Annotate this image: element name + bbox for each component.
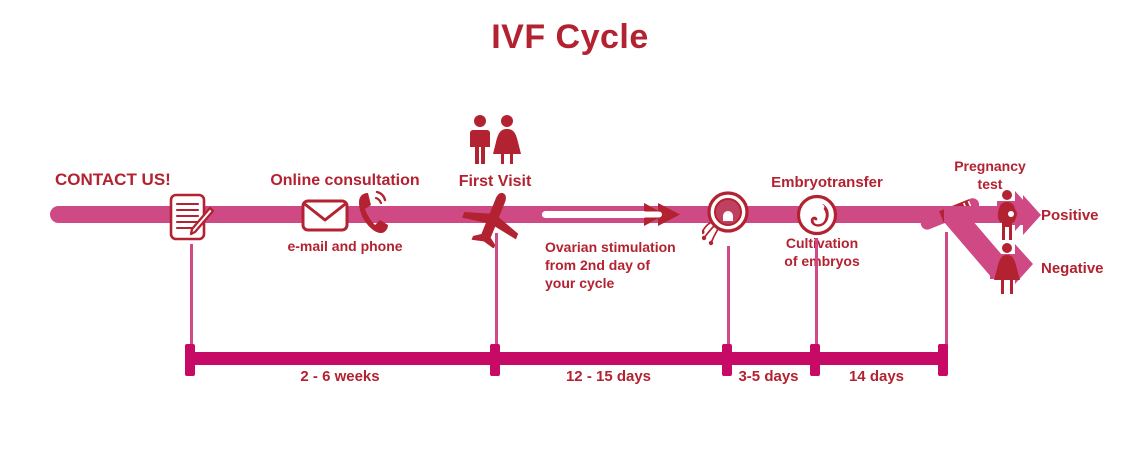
scale-tick-first-visit [490,344,500,376]
connector-pregnancy-test [945,232,948,354]
cultivation-line-2: of embryos [784,252,860,269]
scale-tick-start [185,344,195,376]
woman-icon [994,243,1033,294]
connector-contact-us [190,244,193,354]
embryo-circle-icon [796,194,838,236]
online-consultation-sublabel: e-mail and phone [287,238,403,254]
man-woman-icon [470,115,521,164]
ovarian-line-2: from 2nd day of [545,256,651,273]
first-visit-label: First Visit [458,173,532,190]
scale-label-12-15-days: 12 - 15 days [565,368,652,385]
connector-embryotransfer [815,238,818,354]
arrow-right-shaft-icon [542,211,662,218]
scale-tick-end [938,344,948,376]
scale-label-2-6-weeks: 2 - 6 weeks [300,368,380,385]
page-title: IVF Cycle [491,18,649,56]
scale-label-3-5-days: 3-5 days [738,368,799,385]
fertilized-egg-icon [702,191,749,246]
pregnancy-test-label: Pregnancy test [945,158,1035,194]
embryotransfer-label: Embryotransfer [771,174,883,191]
scale-bar [185,352,947,365]
ovarian-stimulation-label: Ovarian stimulation from 2nd day of your… [545,239,695,293]
online-consultation-label: Online consultation [270,172,420,189]
pregnant-woman-icon [997,190,1041,240]
cultivation-line-1: Cultivation [785,235,859,251]
scale-label-14-days: 14 days [848,368,905,385]
negative-label: Negative [1041,260,1104,277]
connector-cultivation [727,246,730,354]
phone-icon [359,190,388,233]
envelope-icon [301,199,349,232]
cultivation-of-embryos-label: Cultivation of embryos [778,235,866,271]
scale-tick-cultivation [722,344,732,376]
contact-us-label: CONTACT US! [55,170,171,189]
ovarian-line-3: your cycle [545,274,615,291]
pregnancy-line-1: Pregnancy [954,158,1026,174]
document-pen-icon [169,193,215,241]
scale-tick-embryotransfer [810,344,820,376]
airplane-icon [462,192,519,248]
positive-label: Positive [1041,207,1099,224]
connector-first-visit [495,233,498,354]
ovarian-line-1: Ovarian stimulation [545,239,676,255]
pregnancy-line-2: test [977,175,1003,192]
